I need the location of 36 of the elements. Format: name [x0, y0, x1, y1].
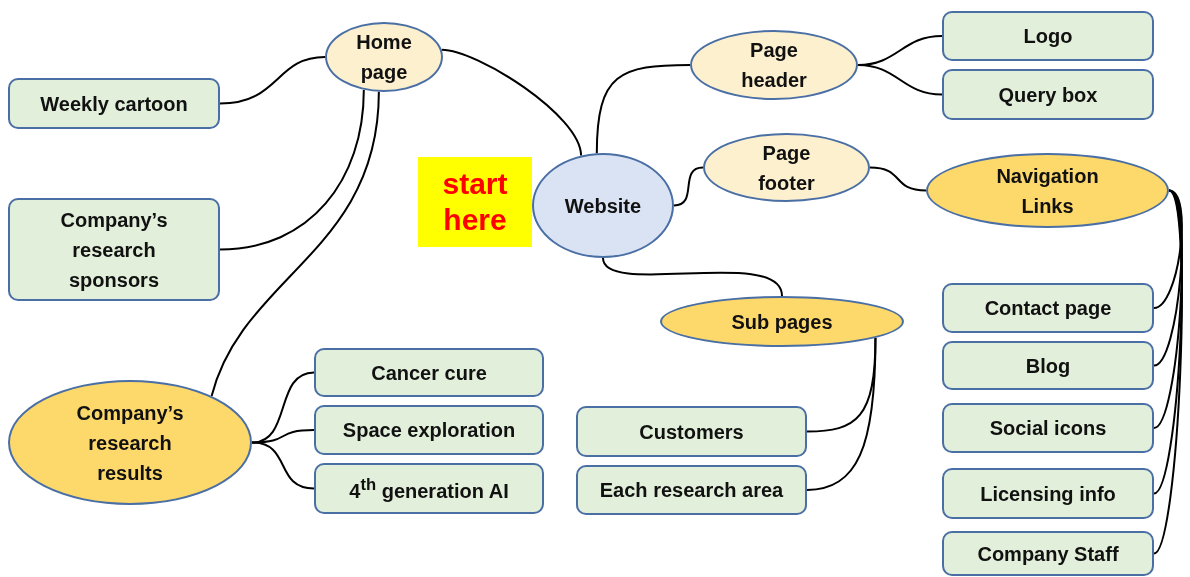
- topic-ellipse: Navigation Links: [926, 153, 1169, 228]
- connector-line: [251, 441, 315, 490]
- connector-line: [1153, 189, 1183, 309]
- connector-line: [1153, 189, 1183, 429]
- topic-box: Contact page: [942, 283, 1154, 333]
- topic-box: Company’s research sponsors: [8, 198, 220, 301]
- topic-box: Licensing info: [942, 468, 1154, 519]
- topic-box: Cancer cure: [314, 348, 544, 397]
- topic-ellipse: Company’s research results: [8, 380, 252, 505]
- topic-box: Weekly cartoon: [8, 78, 220, 129]
- connector-line: [869, 166, 927, 192]
- connector-line: [595, 64, 691, 155]
- topic-box: Blog: [942, 341, 1154, 390]
- central-ellipse: Website: [532, 153, 674, 258]
- connector-line: [1153, 189, 1183, 367]
- topic-ellipse: Home page: [325, 22, 443, 92]
- topic-ellipse: Page header: [690, 30, 858, 100]
- connector-line: [210, 90, 380, 398]
- topic-box: Logo: [942, 11, 1154, 61]
- connector-line: [602, 257, 783, 297]
- topic-box: 4$^{th}$ generation AI: [314, 463, 544, 514]
- connector-line: [806, 336, 877, 491]
- connector-line: [219, 56, 326, 105]
- topic-box: Social icons: [942, 403, 1154, 453]
- topic-box: Each research area: [576, 465, 807, 515]
- start-here-box: start here: [418, 157, 532, 247]
- topic-box: Company Staff: [942, 531, 1154, 576]
- connector-line: [1153, 189, 1183, 495]
- topic-box: Customers: [576, 406, 807, 457]
- topic-ellipse: Sub pages: [660, 296, 904, 347]
- connector-line: [1153, 189, 1183, 555]
- topic-box: Space exploration: [314, 405, 544, 455]
- topic-box: Query box: [942, 69, 1154, 120]
- connector-line: [857, 64, 943, 96]
- topic-ellipse: Page footer: [703, 133, 870, 202]
- connector-line: [251, 429, 315, 444]
